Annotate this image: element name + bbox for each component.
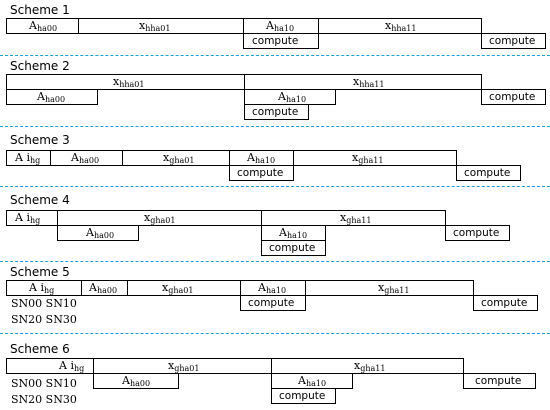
scheme-3-label-a-ihg: A ihg [15, 151, 41, 166]
scheme-6-sn-line-2: SN20 SN30 [11, 393, 77, 406]
scheme-5-label-a-ha10: Aha10 [258, 281, 287, 296]
scheme-6-title: Scheme 6 [10, 342, 70, 356]
scheme-5-box-a-ha10: Aha10 [240, 280, 306, 296]
scheme-3-box-a-ha00: Aha00 [50, 150, 123, 166]
scheme-1-label-x-hha11: xhha11 [385, 19, 417, 34]
scheme-5-sn-line-2: SN20 SN30 [11, 313, 77, 326]
scheme-2-compute-box-1: compute [244, 104, 309, 120]
scheme-6-compute-box-1: compute [271, 388, 336, 404]
scheme-3-compute-box-1: compute [229, 165, 294, 181]
scheme-5-label-a-ha00: Aha00 [89, 281, 118, 296]
scheme-6-sn-line-1: SN00 SN10 [11, 377, 77, 390]
scheme-3-label-x-gha01: xgha01 [163, 151, 195, 166]
scheme-3-title: Scheme 3 [10, 133, 70, 147]
scheme-1-box-a-ha00: Aha00 [6, 18, 79, 34]
scheme-2-compute-label-2: compute [489, 91, 536, 103]
scheme-4-label-x-gha01: xgha01 [144, 211, 176, 226]
scheme-4-compute-box-2: compute [445, 225, 510, 241]
scheme-6-box-a-ihg: A ihg [6, 358, 94, 374]
scheme-3-compute-label-1: compute [237, 167, 284, 179]
scheme-4-box-a-ha00: Aha00 [57, 225, 139, 241]
scheme-5-compute-box-1: compute [240, 295, 306, 311]
scheme-6-box-a-ha10: Aha10 [271, 373, 353, 389]
scheme-2-label-a-ha00: Aha00 [37, 90, 66, 105]
scheme-2-label-a-ha10: Aha10 [278, 90, 307, 105]
separator-5 [0, 333, 550, 334]
scheme-5-label-x-gha01: xgha01 [162, 281, 194, 296]
scheme-4-compute-box-1: compute [261, 240, 326, 256]
scheme-3-box-x-gha11: xgha11 [293, 150, 457, 166]
scheme-5-label-x-gha11: xgha11 [378, 281, 410, 296]
scheme-5-compute-label-2: compute [481, 297, 528, 309]
scheme-1-box-x-hha11: xhha11 [318, 18, 482, 34]
scheme-2-box-a-ha00: Aha00 [6, 89, 98, 105]
scheme-1-title: Scheme 1 [10, 3, 70, 17]
scheme-1-label-a-ha00: Aha00 [29, 19, 58, 34]
scheme-6-label-x-gha01: xgha01 [168, 359, 200, 374]
scheme-6-compute-label-2: compute [475, 375, 522, 387]
separator-3 [0, 186, 550, 187]
scheme-1-compute-box-2: compute [481, 33, 546, 49]
scheme-5-box-x-gha11: xgha11 [305, 280, 474, 296]
scheme-1-compute-label-2: compute [489, 35, 536, 47]
scheme-5-label-a-ihg: A ihg [29, 281, 55, 296]
scheme-3-compute-box-2: compute [456, 165, 521, 181]
scheme-4-compute-label-1: compute [269, 242, 316, 254]
scheme-1-label-a-ha10: Aha10 [266, 19, 295, 34]
scheme-2-title: Scheme 2 [10, 59, 70, 73]
scheme-2-compute-label-1: compute [252, 106, 299, 118]
scheme-3-label-a-ha10: Aha10 [247, 151, 276, 166]
scheme-6-box-x-gha01: xgha01 [93, 358, 272, 374]
scheme-2-box-a-ha10: Aha10 [244, 89, 336, 105]
scheme-1-box-a-ha10: Aha10 [243, 18, 319, 34]
scheme-6-label-a-ha00: Aha00 [122, 374, 151, 389]
scheme-3-box-x-gha01: xgha01 [122, 150, 230, 166]
scheme-4-label-a-ha00: Aha00 [86, 226, 115, 241]
scheme-4-label-a-ha10: Aha10 [279, 226, 308, 241]
scheme-4-box-x-gha01: xgha01 [57, 210, 262, 226]
scheme-5-title: Scheme 5 [10, 265, 70, 279]
scheme-5-compute-box-2: compute [473, 295, 538, 311]
scheme-1-compute-box-1: compute [243, 33, 319, 49]
scheme-5-box-x-gha01: xgha01 [127, 280, 241, 296]
scheme-3-label-a-ha00: Aha00 [71, 151, 100, 166]
scheme-4-compute-label-2: compute [453, 227, 500, 239]
scheme-1-box-x-hha01: xhha01 [78, 18, 244, 34]
scheme-5-box-a-ha00: Aha00 [81, 280, 128, 296]
scheme-2-compute-box-2: compute [481, 89, 546, 105]
scheme-4-box-a-ha10: Aha10 [261, 225, 326, 241]
scheme-3-box-a-ihg: A ihg [6, 150, 51, 166]
scheme-4-label-a-ihg: A ihg [15, 211, 41, 226]
scheme-5-compute-label-1: compute [248, 297, 295, 309]
scheme-5-sn-line-1: SN00 SN10 [11, 297, 77, 310]
scheme-3-box-a-ha10: Aha10 [229, 150, 294, 166]
scheme-1-label-x-hha01: xhha01 [139, 19, 171, 34]
scheme-6-label-a-ihg: A ihg [59, 359, 85, 374]
scheme-4-label-x-gha11: xgha11 [340, 211, 372, 226]
scheme-1-compute-label-1: compute [252, 35, 299, 47]
scheme-6-box-x-gha11: xgha11 [271, 358, 464, 374]
scheme-2-box-x-hha01: xhha01 [6, 74, 245, 90]
separator-1 [0, 55, 550, 56]
scheme-4-box-a-ihg: A ihg [6, 210, 58, 226]
scheme-6-compute-box-2: compute [463, 373, 536, 389]
scheme-6-compute-label-1: compute [279, 390, 326, 402]
scheme-6-label-a-ha10: Aha10 [298, 374, 327, 389]
separator-4 [0, 261, 550, 262]
scheme-2-label-x-hha11: xhha11 [353, 75, 385, 90]
scheme-6-label-x-gha11: xgha11 [354, 359, 386, 374]
scheme-6-box-a-ha00: Aha00 [93, 373, 179, 389]
scheme-2-label-x-hha01: xhha01 [113, 75, 145, 90]
scheme-3-compute-label-2: compute [464, 167, 511, 179]
scheme-4-box-x-gha11: xgha11 [261, 210, 446, 226]
separator-2 [0, 126, 550, 127]
scheme-3-label-x-gha11: xgha11 [352, 151, 384, 166]
scheme-5-box-a-ihg: A ihg [6, 280, 82, 296]
scheme-4-title: Scheme 4 [10, 193, 70, 207]
scheme-2-box-x-hha11: xhha11 [244, 74, 482, 90]
